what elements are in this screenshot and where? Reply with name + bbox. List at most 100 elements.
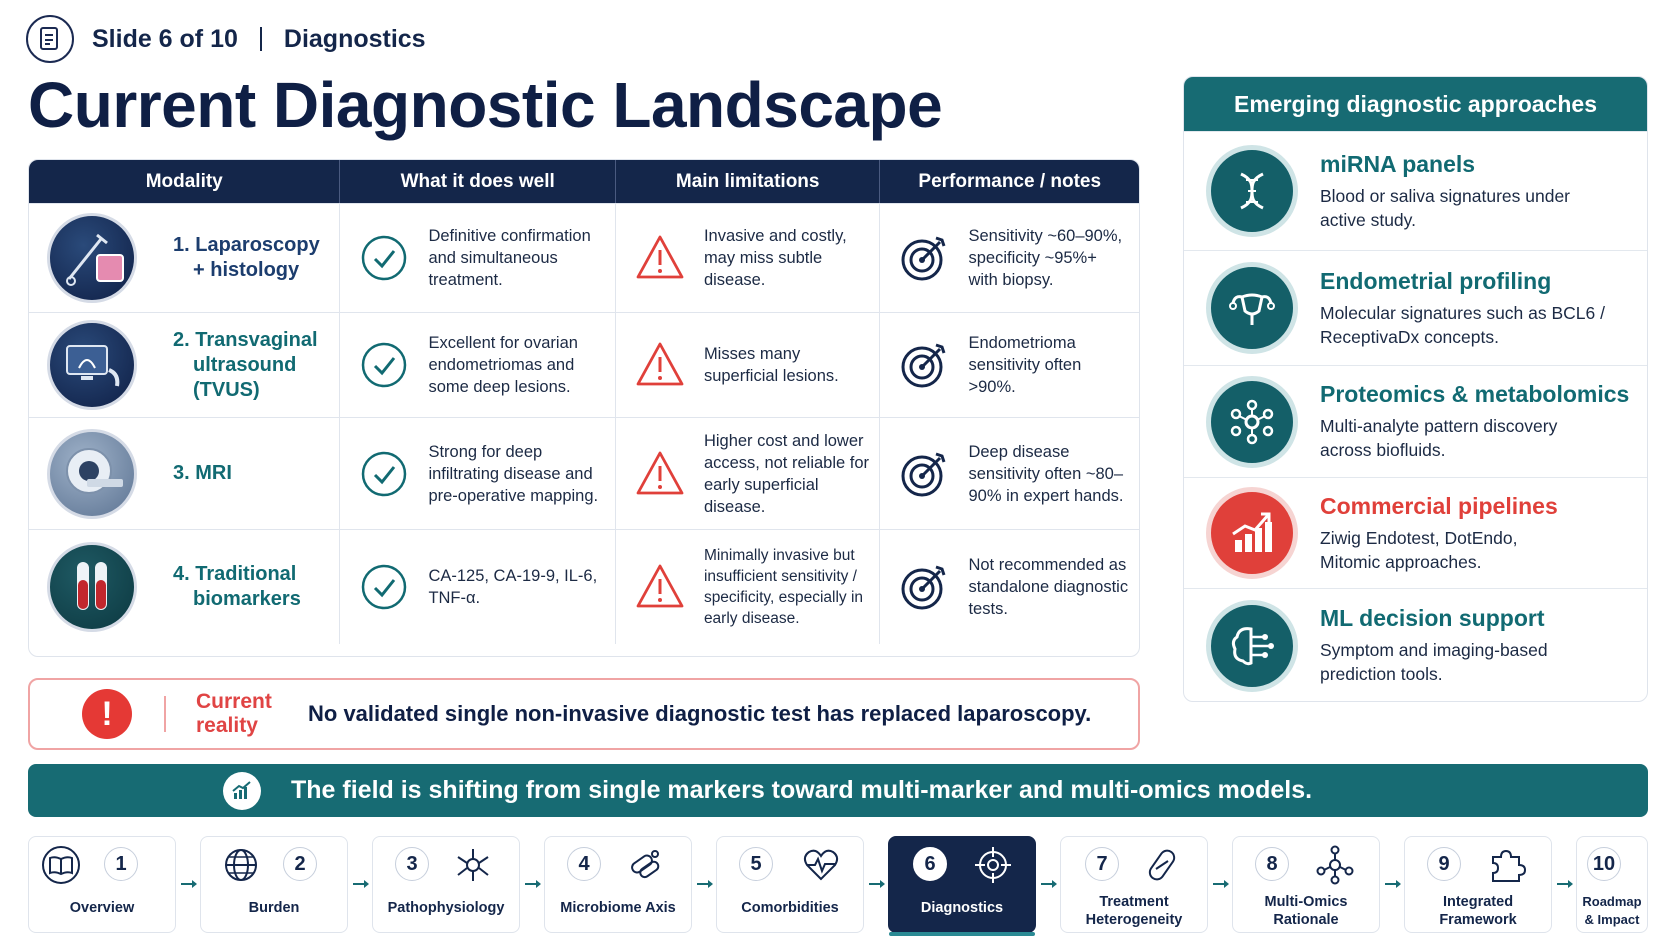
strength-text: Definitive confirmation and simultaneous… [428, 227, 591, 289]
check-icon [362, 564, 407, 610]
approach-desc: Symptom and imaging-based prediction too… [1320, 640, 1548, 684]
nav-item-multi-omics[interactable]: 8 Multi-Omics Rationale [1232, 836, 1380, 933]
heart-pulse-icon [803, 849, 839, 881]
arrow-right-icon [353, 880, 369, 888]
nav-label: Burden [248, 900, 300, 916]
arrow-right-icon [1385, 880, 1401, 888]
limitation-cell: Invasive and costly, may miss subtle dis… [616, 204, 881, 312]
modality-name: 3. MRI [173, 462, 232, 484]
network-icon [1206, 375, 1298, 468]
nav-item-overview[interactable]: 1 Overview [28, 836, 176, 933]
performance-cell: Endometrioma sensitivity often >90%. [880, 313, 1139, 417]
nav-label: Pathophysiology [387, 900, 505, 916]
target-icon [901, 343, 946, 388]
performance-cell: Deep disease sensitivity often ~80–90% i… [880, 418, 1139, 529]
arrow-right-icon [525, 880, 541, 888]
column-header-modality: Modality [29, 160, 341, 203]
nav-label: Treatment Heterogeneity [1085, 894, 1183, 928]
target-icon [901, 236, 946, 281]
nav-number: 8 [1255, 847, 1289, 881]
nav-number: 1 [104, 847, 138, 881]
modality-table: Modality What it does well Main limitati… [28, 159, 1140, 657]
nav-label: Overview [69, 900, 135, 916]
arrow-right-icon [869, 880, 885, 888]
approach-desc: Blood or saliva signatures under active … [1320, 185, 1571, 230]
exclamation-icon: ! [82, 689, 132, 739]
globe-icon [225, 849, 257, 881]
limitation-text: Misses many superficial lesions. [703, 345, 839, 385]
modality-cell: 3. MRI [29, 418, 341, 529]
modality-name: 4. Traditional biomarkers [173, 563, 301, 610]
nav-item-burden[interactable]: 2 Burden [200, 836, 348, 933]
target-icon [901, 565, 946, 610]
warning-icon [636, 451, 684, 494]
column-header-performance: Performance / notes [918, 170, 1102, 192]
modality-cell: 1. Laparoscopy + histology [29, 204, 341, 312]
section-name: Diagnostics [283, 24, 426, 53]
nav-number: 6 [913, 847, 947, 881]
performance-text: Sensitivity ~60–90%, specificity ~95%+ w… [968, 227, 1123, 289]
approach-title: Commercial pipelines [1320, 492, 1558, 519]
nav-label: Diagnostics [920, 900, 1004, 916]
key-message-banner: The field is shifting from single marker… [28, 764, 1648, 817]
nav-number: 9 [1427, 847, 1461, 881]
nav-item-roadmap[interactable]: 10 Roadmap & Impact [1576, 836, 1648, 933]
modality-name: 1. Laparoscopy + histology [173, 234, 320, 281]
header-divider [259, 27, 262, 51]
panel-title: Emerging diagnostic approaches [1184, 77, 1647, 131]
table-row: 3. MRI Strong for deep infiltrating dise… [29, 417, 1139, 529]
nav-label: Multi-Omics Rationale [1264, 894, 1348, 928]
approach-desc: Ziwig Endotest, DotEndo, Mitomic approac… [1320, 527, 1518, 572]
limitation-cell: Misses many superficial lesions. [616, 313, 881, 417]
arrow-right-icon [1213, 880, 1229, 888]
approach-item: ML decision support Symptom and imaging-… [1184, 588, 1647, 701]
nav-number: 10 [1587, 847, 1621, 881]
arrow-right-icon [181, 880, 197, 888]
slide-header: Slide 6 of 10 Diagnostics [26, 14, 426, 64]
warning-icon [636, 235, 684, 279]
approach-item: miRNA panels Blood or saliva signatures … [1184, 131, 1647, 250]
modality-cell: 4. Traditional biomarkers [29, 530, 341, 644]
nav-number: 2 [283, 847, 317, 881]
performance-cell: Sensitivity ~60–90%, specificity ~95%+ w… [880, 204, 1139, 312]
target-icon [901, 452, 946, 496]
nav-item-framework[interactable]: 9 Integrated Framework [1404, 836, 1552, 933]
laparoscopy-icon [47, 213, 137, 303]
nav-item-microbiome[interactable]: 4 Microbiome Axis [544, 836, 692, 933]
mri-scanner-icon [47, 428, 137, 519]
performance-text: Endometrioma sensitivity often >90%. [968, 334, 1082, 396]
active-indicator [889, 932, 1035, 936]
nav-item-comorbidities[interactable]: 5 Comorbidities [716, 836, 864, 933]
warning-icon [636, 342, 684, 386]
nav-label: Comorbidities [741, 900, 839, 916]
brain-circuit-icon [1206, 599, 1298, 692]
nav-number: 4 [567, 847, 601, 881]
limitation-text: Minimally invasive but insufficient sens… [703, 547, 864, 627]
current-reality-callout: ! Current reality No validated single no… [28, 678, 1140, 750]
nav-item-treatment[interactable]: 7 Treatment Heterogeneity [1060, 836, 1208, 933]
callout-text: No validated single non-invasive diagnos… [308, 701, 1092, 726]
nav-label: Roadmap & Impact [1582, 894, 1642, 927]
table-row: 4. Traditional biomarkers CA-125, CA-19-… [29, 529, 1139, 644]
performance-cell: Not recommended as standalone diagnostic… [880, 530, 1139, 644]
nav-item-diagnostics[interactable]: 6 Diagnostics [888, 836, 1036, 936]
blood-tubes-icon [47, 542, 137, 632]
limitation-cell: Higher cost and lower access, not reliab… [616, 418, 881, 529]
approach-item: Proteomics & metabolomics Multi-analyte … [1184, 365, 1647, 477]
pill-icon [1148, 849, 1176, 881]
check-icon [362, 451, 407, 496]
nav-number: 3 [395, 847, 429, 881]
nav-label: Microbiome Axis [560, 900, 676, 916]
performance-text: Not recommended as standalone diagnostic… [968, 556, 1129, 618]
banner-text: The field is shifting from single marker… [291, 776, 1313, 804]
network-icon [1316, 845, 1354, 885]
limitation-text: Higher cost and lower access, not reliab… [703, 431, 870, 516]
slide-navigation: 1 Overview 2 Burden 3 Pathophysiology 4 … [28, 836, 1648, 936]
dna-icon [1206, 145, 1298, 237]
column-header-does-well: What it does well [340, 160, 616, 203]
strength-cell: Definitive confirmation and simultaneous… [340, 204, 616, 312]
approach-title: Proteomics & metabolomics [1320, 381, 1630, 407]
callout-divider [164, 696, 166, 732]
slide-number: Slide 6 of 10 [92, 24, 238, 53]
nav-item-pathophysiology[interactable]: 3 Pathophysiology [372, 836, 520, 933]
